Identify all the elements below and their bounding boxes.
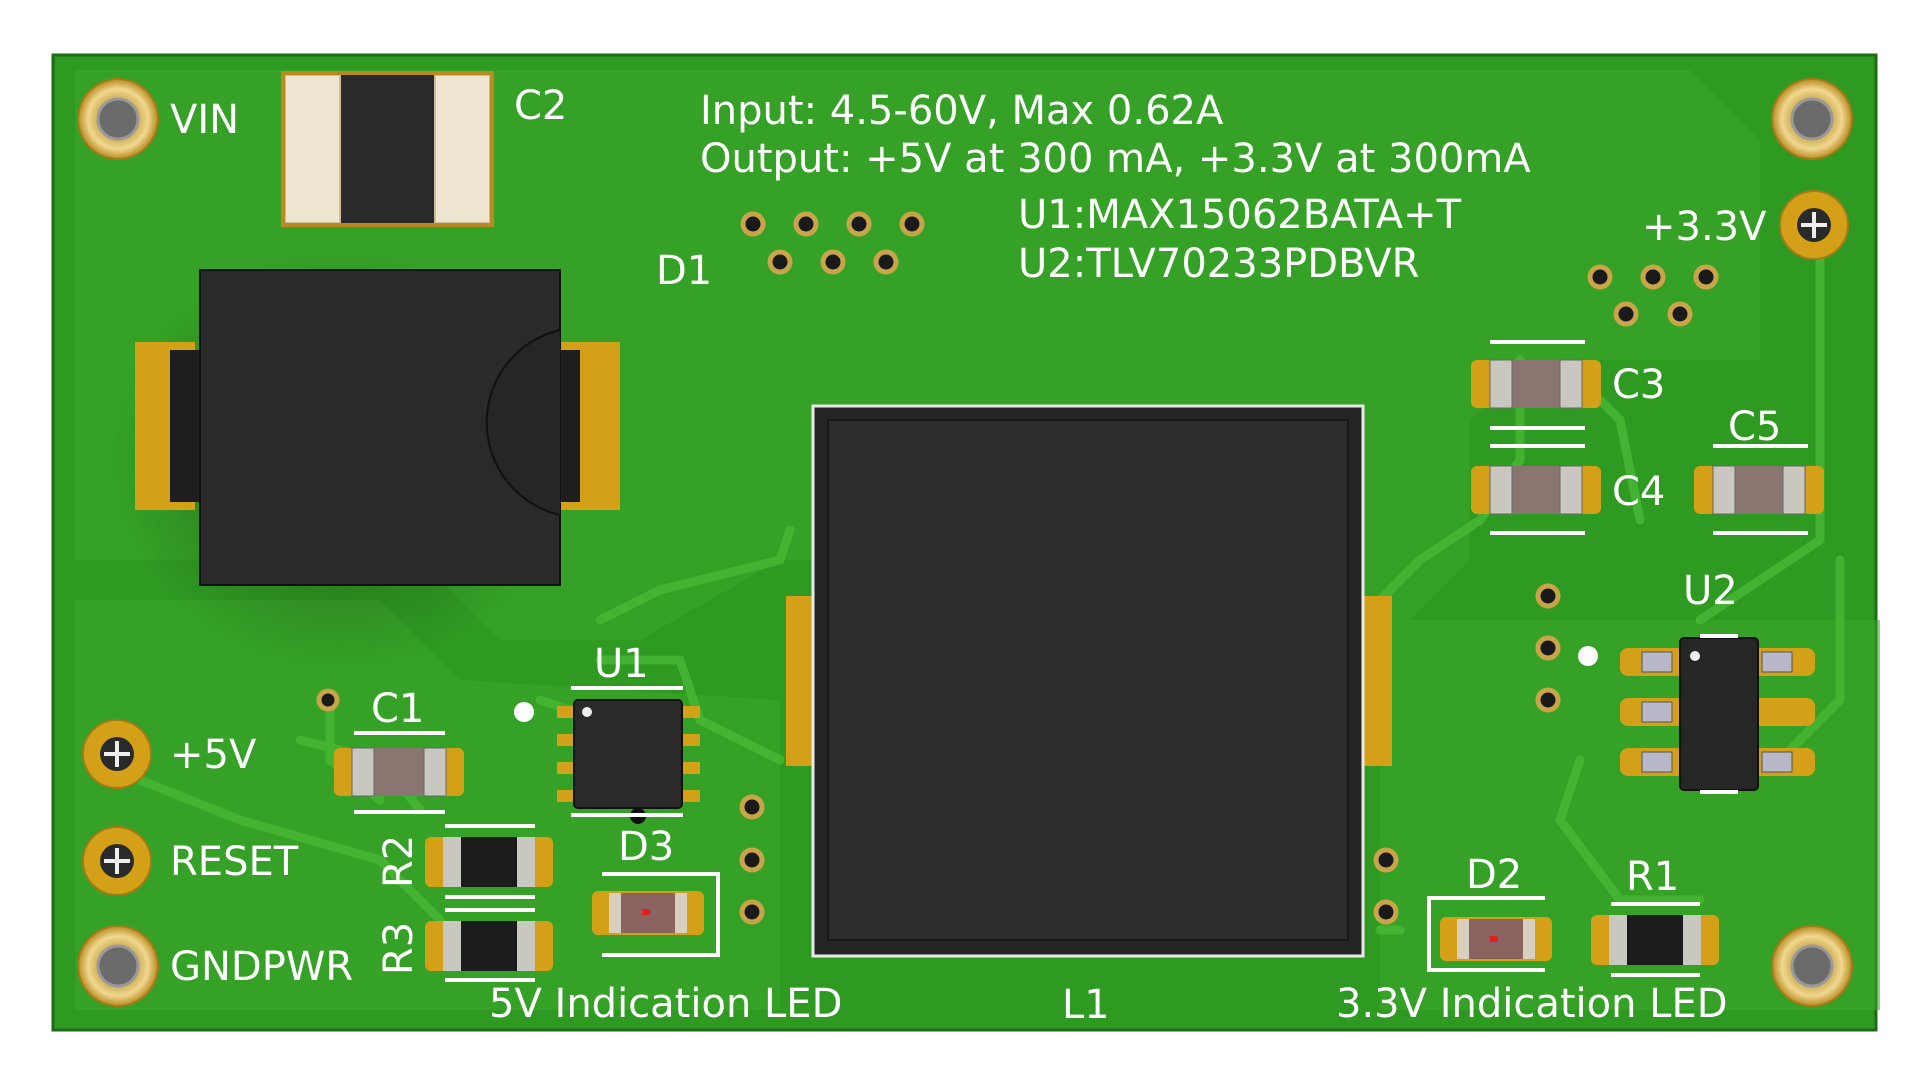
ic-u2 xyxy=(1620,634,1815,794)
label-gndpwr: GNDPWR xyxy=(170,944,353,990)
label-plus5v: +5V xyxy=(170,732,257,778)
led-d2 xyxy=(1427,896,1552,972)
capacitor-c5 xyxy=(1694,444,1824,535)
testpoint-plus5v xyxy=(82,719,152,789)
mounting-hole-tr xyxy=(1771,78,1853,160)
testpoint-reset xyxy=(82,826,152,896)
refdes-c1: C1 xyxy=(371,686,424,732)
refdes-l1: L1 xyxy=(1062,982,1110,1028)
label-led-3v3: 3.3V Indication LED xyxy=(1336,981,1728,1027)
refdes-d2: D2 xyxy=(1466,852,1522,898)
refdes-c2: C2 xyxy=(514,83,567,129)
note-input: Input: 4.5-60V, Max 0.62A xyxy=(700,88,1224,134)
resistor-r1 xyxy=(1591,902,1719,977)
refdes-c3: C3 xyxy=(1612,362,1665,408)
capacitor-c3 xyxy=(1471,340,1601,430)
refdes-c5: C5 xyxy=(1728,404,1781,450)
refdes-d1: D1 xyxy=(656,248,712,294)
inductor-l1 xyxy=(786,404,1392,958)
capacitor-c4 xyxy=(1471,444,1601,535)
refdes-d3: D3 xyxy=(618,824,674,870)
refdes-r1: R1 xyxy=(1626,854,1679,900)
ic-u1 xyxy=(557,686,700,824)
mounting-hole-br xyxy=(1771,925,1853,1007)
mounting-hole-tl xyxy=(77,78,159,160)
diode-d1 xyxy=(110,250,620,670)
label-plus3v3: +3.3V xyxy=(1642,204,1767,250)
capacitor-c1 xyxy=(334,731,464,814)
note-output: Output: +5V at 300 mA, +3.3V at 300mA xyxy=(700,136,1531,182)
testpoint-plus3v3 xyxy=(1779,190,1849,260)
led-d3 xyxy=(592,872,720,957)
refdes-u1: U1 xyxy=(594,641,649,687)
refdes-c4: C4 xyxy=(1612,469,1665,515)
resistor-r2 xyxy=(425,824,553,899)
note-u1-part: U1:MAX15062BATA+T xyxy=(1018,192,1462,238)
refdes-r3: R3 xyxy=(376,922,422,975)
vias xyxy=(316,211,1719,925)
resistor-r3 xyxy=(425,908,553,982)
mounting-hole-bl xyxy=(77,925,159,1007)
refdes-u2: U2 xyxy=(1683,568,1738,614)
capacitor-c2 xyxy=(281,71,494,227)
label-reset: RESET xyxy=(170,839,299,885)
white-dots xyxy=(514,646,1598,722)
note-u2-part: U2:TLV70233PDBVR xyxy=(1018,241,1419,287)
label-vin: VIN xyxy=(170,97,239,143)
refdes-r2: R2 xyxy=(376,835,422,888)
label-led-5v: 5V Indication LED xyxy=(489,981,842,1027)
